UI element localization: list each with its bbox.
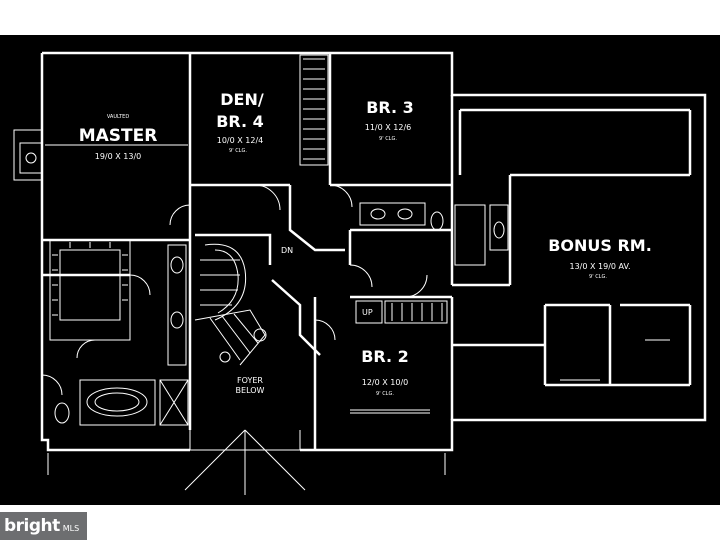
watermark-brand: bright bbox=[4, 516, 60, 536]
room-bonus: BONUS RM. 13/0 X 19/0 AV. 9' CLG. bbox=[548, 236, 652, 280]
master-bath bbox=[54, 244, 189, 426]
br3-name: BR. 3 bbox=[366, 98, 414, 117]
bright-mls-watermark: bright MLS bbox=[0, 512, 87, 540]
linen-up-label: UP bbox=[362, 308, 373, 317]
hall-bath bbox=[359, 202, 509, 266]
fireplace bbox=[13, 129, 43, 181]
linen-closet bbox=[355, 300, 448, 324]
windows bbox=[350, 339, 670, 414]
watermark-suffix: MLS bbox=[62, 523, 80, 533]
bonus-note: 9' CLG. bbox=[589, 274, 607, 280]
den-note: 9' CLG. bbox=[229, 148, 247, 154]
bonus-dims: 13/0 X 19/0 AV. bbox=[570, 262, 631, 271]
doors bbox=[41, 184, 428, 396]
br3-dims: 11/0 X 12/6 bbox=[365, 123, 412, 132]
floor-plan-drawing: VAULTED MASTER 19/0 X 13/0 DEN/ BR. 4 10… bbox=[13, 51, 707, 495]
br2-name: BR. 2 bbox=[361, 347, 409, 366]
master-note: VAULTED bbox=[107, 114, 129, 120]
staircase bbox=[194, 185, 345, 366]
foyer-line1: FOYER bbox=[237, 376, 263, 385]
closet-master bbox=[49, 239, 131, 341]
br3-note: 9' CLG. bbox=[379, 136, 397, 142]
room-den: DEN/ BR. 4 10/0 X 12/4 9' CLG. bbox=[216, 90, 264, 154]
foyer-line2: BELOW bbox=[236, 386, 265, 395]
stair-dn-label: DN bbox=[281, 246, 293, 255]
master-dims: 19/0 X 13/0 bbox=[95, 152, 142, 161]
den-name-line2: BR. 4 bbox=[216, 112, 264, 131]
den-name-line1: DEN/ bbox=[220, 90, 264, 109]
bonus-name: BONUS RM. bbox=[548, 236, 652, 255]
floor-plan: VAULTED MASTER 19/0 X 13/0 DEN/ BR. 4 10… bbox=[0, 35, 720, 505]
room-master: VAULTED MASTER 19/0 X 13/0 bbox=[45, 114, 188, 161]
master-name: MASTER bbox=[79, 126, 158, 146]
room-br2: BR. 2 12/0 X 10/0 9' CLG. bbox=[361, 347, 409, 397]
room-br3: BR. 3 11/0 X 12/6 9' CLG. bbox=[365, 98, 414, 142]
den-dims: 10/0 X 12/4 bbox=[217, 136, 264, 145]
foyer-label: FOYER BELOW bbox=[236, 376, 265, 395]
exterior-walls bbox=[40, 51, 707, 495]
closet-den bbox=[299, 54, 329, 166]
br2-dims: 12/0 X 10/0 bbox=[362, 378, 409, 387]
br2-note: 9' CLG. bbox=[376, 391, 394, 397]
